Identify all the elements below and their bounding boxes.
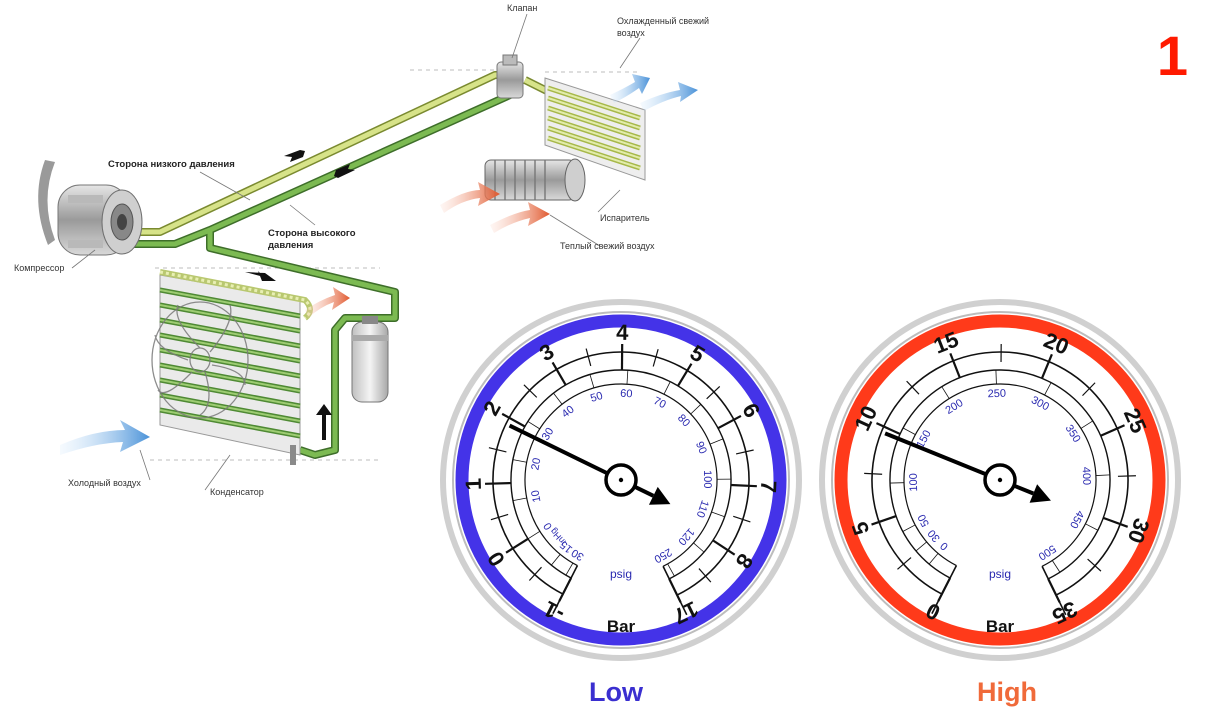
- label-cooled-air: Охлажденный свежий: [617, 16, 709, 26]
- bar-tick-label: 7: [756, 480, 782, 493]
- label-cooled-air-2: воздух: [617, 28, 645, 38]
- label-condenser: Конденсатор: [210, 487, 264, 497]
- expansion-valve: [496, 54, 524, 99]
- bar-unit-label: Bar: [986, 617, 1015, 636]
- psig-tick-label: 250: [987, 388, 1006, 401]
- flow-direction-arrows: [245, 150, 355, 440]
- bar-tick: [490, 513, 509, 521]
- label-high-side-2: давления: [268, 240, 313, 251]
- low-gauge-title: Low: [589, 677, 643, 707]
- cold-air-arrow: [60, 420, 150, 455]
- label-warm-air: Теплый свежий воздух: [560, 241, 655, 251]
- psig-tick-label: 15: [558, 538, 575, 555]
- label-cold-air: Холодный воздух: [68, 478, 141, 488]
- receiver-drier: [351, 316, 389, 403]
- label-high-side: Сторона высокого: [268, 228, 356, 239]
- bar-tick: [501, 412, 526, 428]
- compressor: [38, 160, 143, 256]
- bar-tick: [733, 515, 751, 523]
- bar-tick: [528, 566, 542, 581]
- bar-tick: [551, 361, 567, 386]
- cooled-air-arrows: [610, 74, 698, 111]
- psig-tick-label: 0: [542, 520, 555, 532]
- bar-tick: [505, 537, 529, 554]
- bar-tick: [706, 386, 721, 400]
- bar-tick-label: 1: [461, 478, 486, 491]
- ac-diagram: Клапан Охлажденный свежий воздух Сторона…: [14, 3, 709, 497]
- high-gauge-title: High: [977, 677, 1037, 707]
- bar-unit-label: Bar: [607, 617, 636, 636]
- blower: [484, 158, 586, 202]
- psig-tick-label: 70: [651, 395, 667, 411]
- label-evaporator: Испаритель: [600, 213, 650, 223]
- bar-tick: [558, 577, 573, 602]
- psig-tick-label: 90: [693, 440, 709, 456]
- bar-tick: [1047, 578, 1061, 603]
- needle-arrowhead: [1029, 484, 1051, 503]
- psig-tick-label: 400: [1080, 467, 1093, 486]
- bar-tick: [1040, 353, 1053, 379]
- psig-tick-label: 50: [589, 390, 604, 405]
- condenser-fan: [151, 301, 249, 419]
- psig-tick-label: 40: [560, 404, 577, 421]
- label-compressor: Компрессор: [14, 263, 64, 273]
- psig-tick-label: 30: [570, 546, 587, 563]
- psig-unit-label: psig: [610, 567, 632, 581]
- psig-unit-label: psig: [989, 567, 1011, 581]
- psig-tick-label: 50: [916, 512, 932, 528]
- bar-tick: [1082, 382, 1096, 397]
- bar-tick: [488, 447, 507, 453]
- psig-tick-label: 100: [701, 470, 713, 488]
- bar-tick: [1100, 424, 1125, 437]
- psig-tick-label: 100: [908, 473, 921, 492]
- bar-tick: [897, 557, 912, 570]
- bar-tick: [712, 539, 736, 556]
- psig-tick-label: 110: [694, 498, 711, 519]
- bar-tick: [1117, 475, 1136, 477]
- bar-tick: [875, 422, 901, 436]
- bar-tick: [1102, 516, 1129, 528]
- bar-tick: [677, 363, 693, 387]
- label-valve: Клапан: [507, 3, 537, 13]
- bar-tick: [906, 380, 920, 395]
- bar-tick-label: 4: [616, 320, 629, 345]
- bar-tick: [668, 578, 682, 603]
- bar-tick: [949, 352, 961, 379]
- psig-tick-label: 20: [529, 457, 543, 471]
- page-number: 1: [1156, 24, 1188, 87]
- evaporator: [544, 77, 646, 181]
- psig-tick-label: 10: [529, 489, 543, 503]
- bar-tick: [1087, 558, 1102, 572]
- bar-tick: [871, 515, 897, 526]
- bar-tick: [717, 414, 742, 430]
- warm-air-arrows: [305, 182, 550, 318]
- label-low-side: Сторона низкого давления: [108, 159, 235, 170]
- bar-tick: [523, 384, 538, 398]
- psig-tick-label: 30: [540, 426, 557, 443]
- psig-tick-label: 60: [620, 388, 633, 401]
- bar-tick: [730, 483, 757, 488]
- bar-tick: [652, 349, 659, 367]
- condenser: [151, 269, 313, 465]
- needle-arrowhead: [648, 486, 671, 505]
- bar-tick: [864, 472, 883, 475]
- bar-tick: [585, 348, 592, 367]
- bar-tick: [937, 577, 952, 602]
- bar-tick: [735, 449, 754, 455]
- bar-tick: [698, 568, 712, 583]
- bar-tick: [485, 481, 512, 485]
